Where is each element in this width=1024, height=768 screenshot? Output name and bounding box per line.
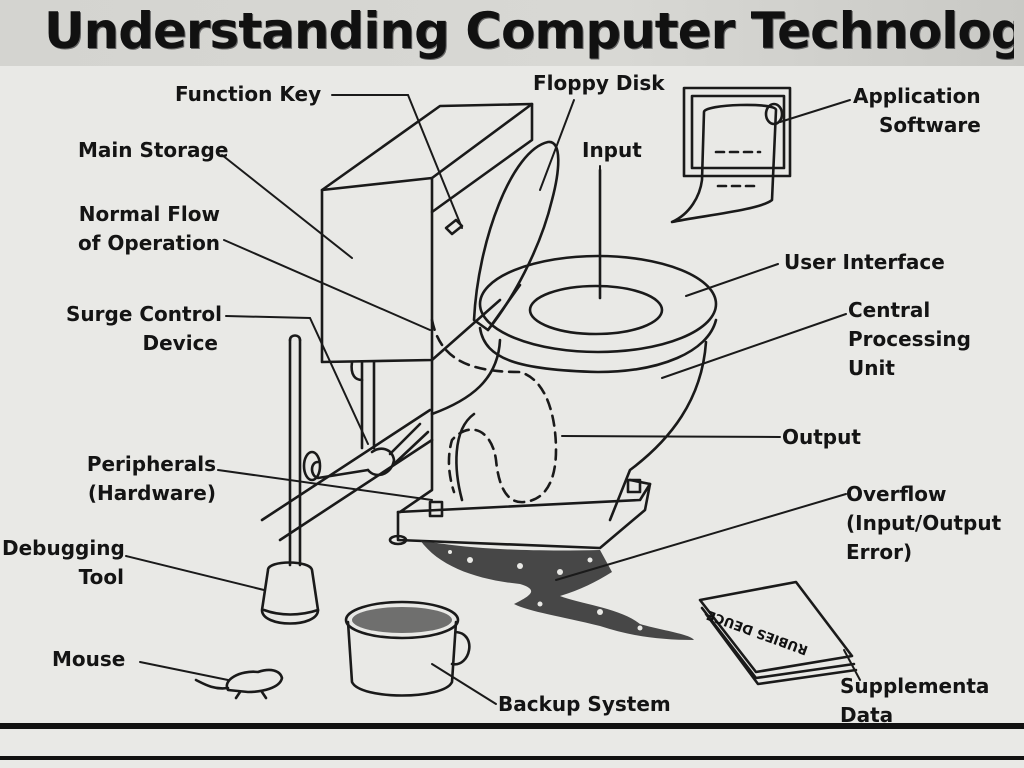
- toilet-base: [388, 478, 652, 550]
- supply-pipe: [302, 360, 430, 482]
- toilet-lid: [472, 140, 560, 332]
- label-backup-system: Backup System: [498, 692, 671, 716]
- label-mouse: Mouse: [52, 647, 126, 671]
- label-peripherals: Peripherals (Hardware): [86, 452, 216, 505]
- label-user-interface: User Interface: [784, 250, 945, 274]
- label-cpu: Central Processing Unit: [848, 298, 971, 380]
- mouse-figure: [194, 668, 284, 700]
- label-output: Output: [782, 425, 861, 449]
- label-surge-control: Surge Control Device: [66, 302, 223, 355]
- label-main-storage: Main Storage: [78, 138, 229, 162]
- flow-line: [430, 318, 558, 504]
- page-title: Understanding Computer Technology: [44, 2, 1014, 60]
- overflow-puddle: [420, 540, 694, 640]
- label-function-key: Function Key: [175, 82, 322, 106]
- plunger: [260, 334, 320, 625]
- label-floppy-disk: Floppy Disk: [533, 71, 665, 95]
- label-input: Input: [582, 138, 642, 162]
- toilet-bowl: [398, 338, 708, 522]
- label-normal-flow: Normal Flow of Operation: [78, 202, 221, 255]
- newspaper-stack: [698, 580, 858, 686]
- toilet-paper-holder: [670, 86, 792, 224]
- label-application-software: Application Software: [853, 84, 981, 137]
- bucket-contents: [352, 607, 452, 633]
- label-overflow: Overflow (Input/Output Error): [846, 482, 1002, 564]
- label-debugging-tool: Debugging Tool: [2, 536, 125, 589]
- title-band: [0, 0, 1024, 66]
- toilet-seat: [478, 254, 718, 374]
- label-supplemental-data: Supplementa Data: [840, 674, 990, 727]
- backup-bucket: [344, 600, 471, 697]
